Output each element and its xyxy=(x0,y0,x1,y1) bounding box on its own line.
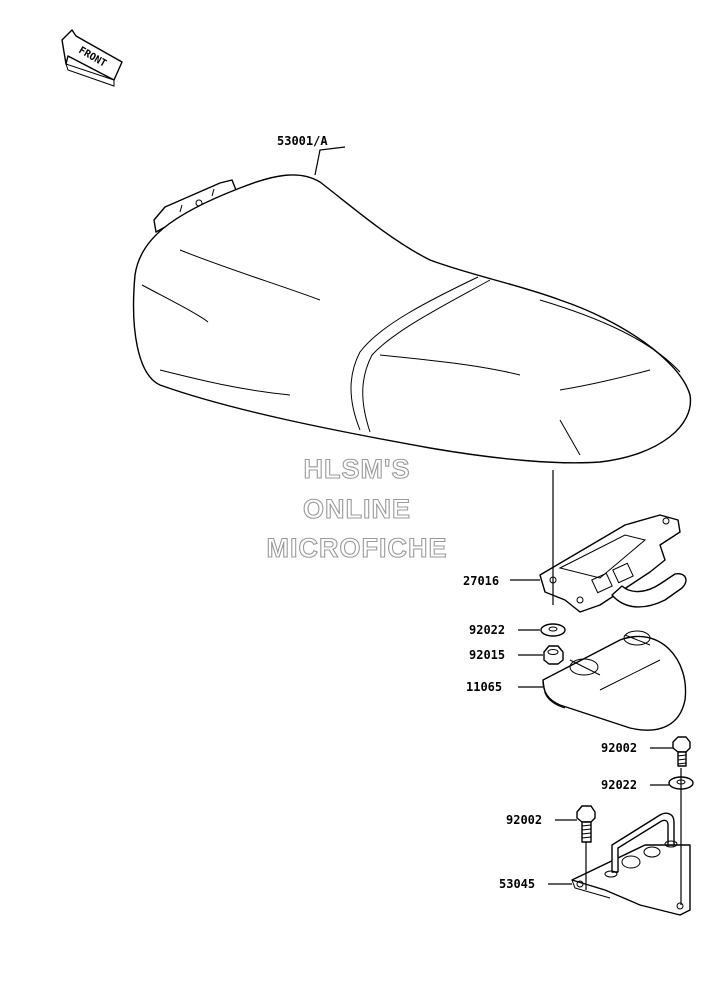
nut-illustration xyxy=(543,645,564,665)
seat-illustration xyxy=(132,174,692,464)
callout-labels: 53001/A 27016 92022 92015 11065 92002 92… xyxy=(277,134,637,891)
bolt-lower-illustration xyxy=(576,805,596,843)
bolt-upper-illustration xyxy=(672,736,691,767)
watermark-line-1: HLSM'S xyxy=(304,454,411,484)
callout-cover[interactable]: 11065 xyxy=(466,680,502,694)
watermark-line-3: MICROFICHE xyxy=(267,533,448,563)
leader-lines xyxy=(314,146,682,905)
watermark: HLSM'S ONLINE MICROFICHE xyxy=(266,453,448,563)
callout-washer-lower[interactable]: 92022 xyxy=(601,778,637,792)
callout-washer-upper[interactable]: 92022 xyxy=(469,623,505,637)
callout-seat[interactable]: 53001/A xyxy=(277,134,328,148)
front-arrow-icon: FRONT xyxy=(61,29,123,87)
callout-seat-bracket[interactable]: 27016 xyxy=(463,574,499,588)
stay-illustration xyxy=(571,812,691,916)
seat-bracket-illustration xyxy=(539,514,687,613)
callout-nut[interactable]: 92015 xyxy=(469,648,505,662)
callout-bolt-lower[interactable]: 92002 xyxy=(506,813,542,827)
cover-illustration xyxy=(542,630,687,731)
washer-upper-illustration xyxy=(540,623,566,637)
watermark-line-2: ONLINE xyxy=(303,494,411,524)
callout-bolt-upper[interactable]: 92002 xyxy=(601,741,637,755)
callout-stay[interactable]: 53045 xyxy=(499,877,535,891)
